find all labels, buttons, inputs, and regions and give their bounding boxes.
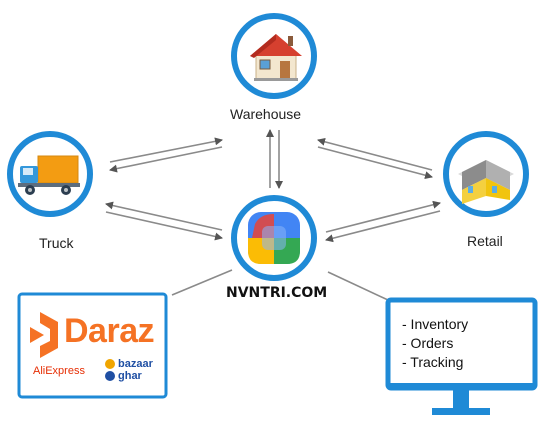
monitor-item-tracking: - Tracking (402, 354, 464, 370)
truck-node[interactable] (7, 131, 93, 217)
house-icon (250, 34, 302, 81)
aliexpress-label: AliExpress (33, 365, 85, 377)
arrow-center-to-truck (105, 201, 223, 231)
arrow-truck-to-warehouse (109, 137, 223, 163)
center-node[interactable] (231, 195, 317, 281)
warehouse-node[interactable] (231, 13, 317, 99)
arrow-center-to-retail (325, 200, 441, 233)
connector-arrows (105, 129, 441, 301)
line-center-to-marketplace (171, 269, 233, 296)
app-logo-icon (248, 212, 300, 264)
daraz-logo-icon (30, 312, 58, 358)
arrow-warehouse-to-retail (317, 146, 433, 180)
line-center-to-monitor (327, 271, 389, 301)
monitor-list: - Inventory - Orders - Tracking (402, 315, 468, 372)
arrow-truck-to-center (105, 211, 223, 241)
store-icon (458, 160, 514, 204)
retail-node[interactable] (443, 131, 529, 217)
bazaarghar-logo-icon (105, 359, 115, 381)
monitor-icon (385, 297, 538, 415)
truck-icon (18, 155, 80, 195)
arrow-warehouse-to-truck (109, 146, 223, 173)
daraz-brand: Daraz (64, 312, 155, 350)
warehouse-label: Warehouse (230, 106, 302, 122)
retail-label: Retail (467, 233, 503, 249)
monitor-item-orders: - Orders (402, 335, 454, 351)
arrow-retail-to-center (325, 210, 441, 243)
center-label: NVNTRI.COM (226, 285, 328, 301)
bazaarghar-label-line1: bazaar (118, 358, 153, 370)
monitor-item-inventory: - Inventory (402, 316, 469, 332)
truck-label: Truck (39, 235, 74, 251)
bazaarghar-label-line2: ghar (118, 370, 142, 382)
marketplace-box[interactable] (17, 292, 168, 399)
arrow-retail-to-warehouse (317, 137, 433, 171)
